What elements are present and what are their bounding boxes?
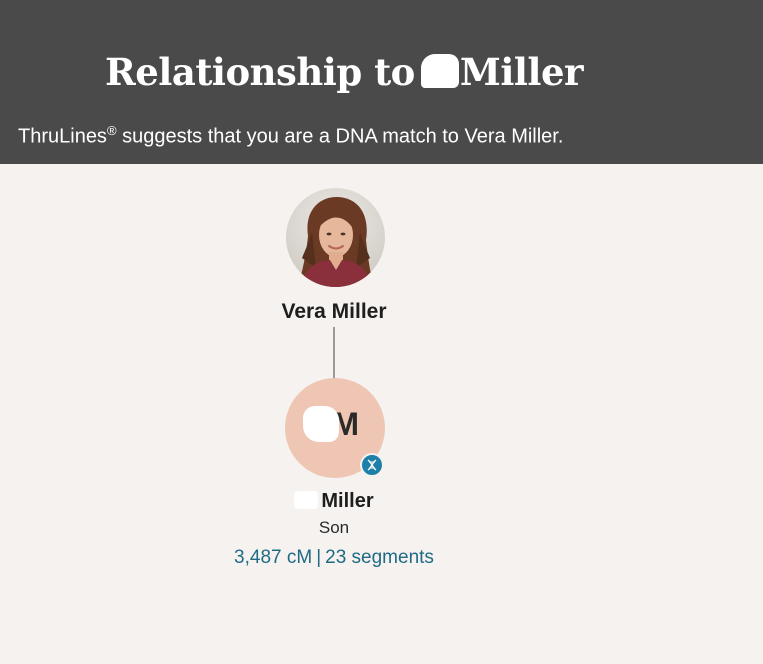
redacted-initial [303,406,339,442]
title-prefix: Relationship to [105,50,415,94]
relationship-tree: Vera Miller XM Miller Son 3,487 cM|23 se… [0,164,763,664]
page-header: Relationship to Miller ThruLines® suggest… [0,0,763,164]
shared-dna-link[interactable]: 3,487 cM|23 segments [184,547,484,569]
tree-connector [333,327,335,379]
match-name[interactable]: Miller [234,490,434,513]
dna-match-badge-icon [360,453,384,477]
shared-cm: 3,487 cM [234,547,313,568]
person-photo-icon [286,188,385,287]
shared-segments: 23 segments [325,547,434,568]
match-surname: Miller [321,490,374,512]
redacted-first-name [420,54,459,88]
separator: | [316,547,322,568]
redacted-first-name [294,491,319,509]
match-relationship: Son [318,518,350,537]
registered-mark: ® [106,123,117,138]
subtitle-text: suggests that you are a DNA match to Ver… [116,125,564,148]
match-avatar[interactable]: XM [285,378,385,478]
page-title: Relationship to Miller [105,50,584,94]
page-subtitle: ThruLines® suggests that you are a DNA m… [18,123,563,149]
dna-helix-icon [367,459,377,471]
subtitle-brand: ThruLines [18,125,107,148]
ancestor-avatar[interactable] [286,188,385,287]
ancestor-name[interactable]: Vera Miller [281,300,387,323]
title-surname: Miller [459,50,584,94]
